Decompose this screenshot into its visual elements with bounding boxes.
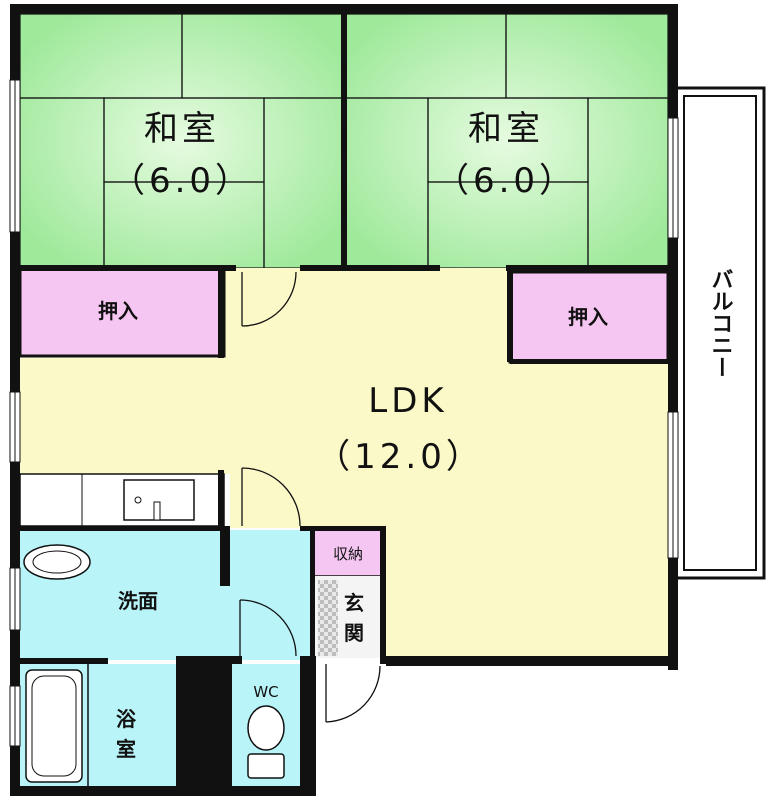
toilet-label: WC [253,683,278,701]
toilet: WC [232,664,300,786]
entrance: 玄 関 [314,576,382,658]
bathroom-label-top: 浴 [116,707,137,731]
washroom: 洗面 [20,530,312,660]
oshiire-right: 押入 [508,270,670,364]
storage: 収納 [313,529,383,577]
bathroom: 浴 室 [20,664,176,786]
oshiire-right-label: 押入 [568,305,608,329]
washitsu-left-size: （6.0） [111,161,253,201]
ldk: LDK （12.0） [20,268,668,660]
doors [239,271,381,723]
entrance-label-top: 玄 [344,591,364,615]
ldk-label: LDK [368,381,447,421]
ldk-size: （12.0） [316,437,484,477]
toilet-icon [247,705,285,751]
kitchen-counter [19,473,225,527]
bathtub-icon [25,669,83,783]
entrance-label-bottom: 関 [344,621,364,645]
washitsu-left-label: 和室 [144,109,220,149]
balcony: バルコニー [674,86,766,580]
oshiire-left-label: 押入 [98,299,138,323]
balcony-label: バルコニー [708,268,733,378]
storage-label: 収納 [333,545,363,563]
washbasin-icon [23,544,91,580]
bathroom-label-bottom: 室 [116,737,136,761]
washitsu-left: 和室 （6.0） [19,13,345,269]
washitsu-right-label: 和室 [468,109,544,149]
windows [9,79,679,747]
washitsu-right-size: （6.0） [435,161,577,201]
oshiire-left: 押入 [18,266,226,358]
washroom-label: 洗面 [118,589,158,613]
washitsu-right: 和室 （6.0） [343,13,669,269]
